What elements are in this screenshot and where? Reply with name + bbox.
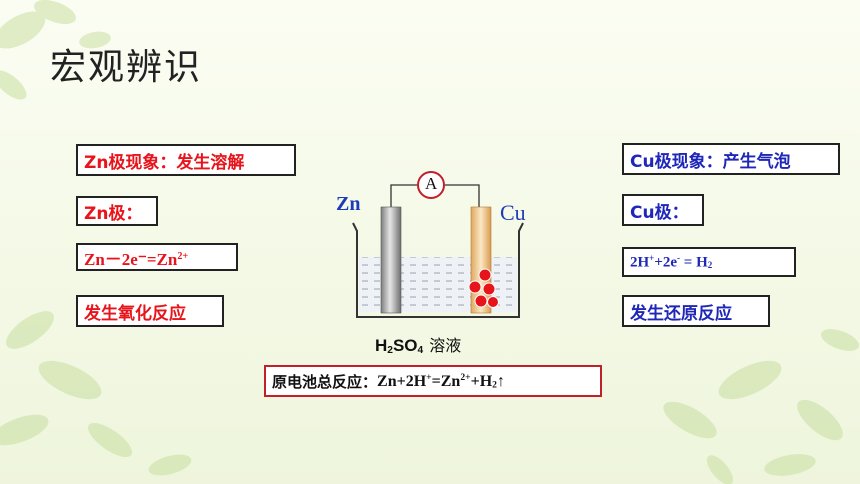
total-reaction-label: 原电池总反应：	[272, 372, 378, 391]
zn-equation-box: Zn－2e⁻=Zn2+	[76, 243, 238, 271]
zn-reaction-box: 发生氧化反应	[76, 295, 224, 327]
cu-equation-box: 2H++2e- = H2	[622, 247, 796, 277]
cu-phenomenon-text: Cu极现象：产生气泡	[630, 151, 791, 172]
zinc-label: Zn	[336, 193, 361, 215]
cu-reaction-text: 发生还原反应	[630, 303, 732, 324]
zn-reaction-text: 发生氧化反应	[84, 303, 186, 324]
cu-equation-text: 2H++2e- = H2	[630, 252, 713, 271]
copper-label: Cu	[500, 200, 526, 225]
zn-phenomenon-text: Zn极现象：发生溶解	[84, 152, 245, 173]
cu-reaction-box: 发生还原反应	[622, 295, 770, 327]
total-reaction-equation: Zn+2H+=Zn2++H2↑	[377, 371, 505, 391]
zn-phenomenon-box: Zn极现象：发生溶解	[76, 144, 296, 176]
zinc-electrode	[380, 206, 402, 314]
wire	[390, 184, 480, 207]
cu-electrode-text: Cu极：	[630, 202, 689, 223]
cu-electrode-box: Cu极：	[622, 194, 704, 226]
total-reaction-box: 原电池总反应： Zn+2H+=Zn2++H2↑	[264, 365, 602, 397]
cu-phenomenon-box: Cu极现象：产生气泡	[622, 143, 840, 175]
zn-electrode-text: Zn极：	[84, 203, 143, 224]
beaker	[352, 222, 524, 318]
ammeter-icon	[417, 171, 445, 199]
zn-equation-text: Zn－2e⁻=Zn2+	[84, 249, 189, 269]
zn-electrode-box: Zn极：	[76, 196, 158, 226]
slide-title: 宏观辨识	[50, 47, 203, 88]
galvanic-cell-diagram	[352, 171, 524, 318]
ammeter-label: A	[425, 174, 438, 193]
hydrogen-bubbles	[468, 268, 499, 308]
